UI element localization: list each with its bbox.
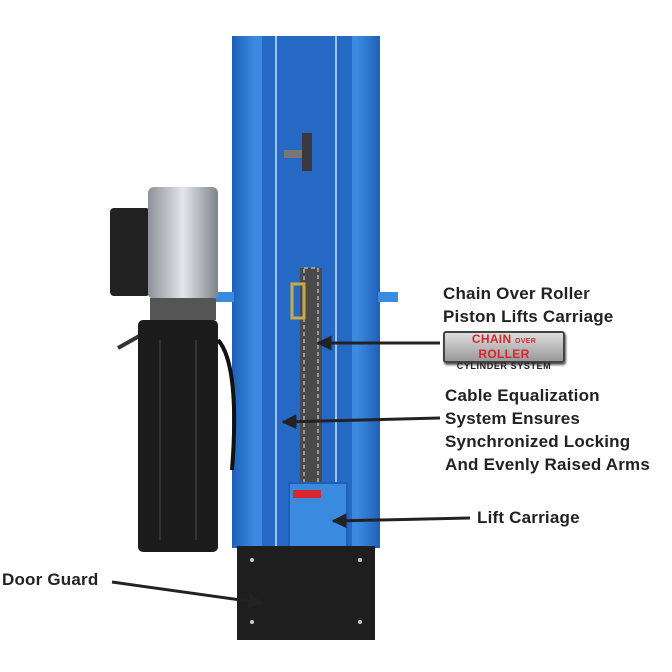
cable-label: Cable Equalization System Ensures Synchr… — [445, 384, 650, 476]
arrow-door-guard — [111, 580, 264, 609]
hydraulic-tank — [138, 320, 237, 552]
arm-stub-left — [216, 292, 234, 302]
lift-carriage-label: Lift Carriage — [477, 508, 580, 527]
cable-label-line: Cable Equalization — [445, 386, 600, 405]
chain — [290, 267, 322, 485]
door-guard-label: Door Guard — [2, 570, 99, 589]
chain-over-roller-badge: CHAIN OVER ROLLER CYLINDER SYSTEM — [443, 331, 565, 371]
arrow-cable — [281, 414, 441, 430]
chain-label-line: Piston Lifts Carriage — [443, 307, 614, 326]
cable-label-line: Synchronized Locking — [445, 432, 631, 451]
cable-label-line: And Evenly Raised Arms — [445, 455, 651, 474]
door-guard — [237, 546, 375, 640]
chain-label-line: Chain Over Roller — [443, 284, 590, 303]
badge-word: OVER — [515, 338, 537, 345]
arrow-carriage — [331, 513, 471, 529]
badge-word: CHAIN — [471, 332, 512, 346]
cable-label-line: System Ensures — [445, 409, 581, 428]
badge-bottom: CYLINDER SYSTEM — [456, 361, 552, 371]
badge-top: CHAIN OVER ROLLER — [445, 333, 563, 361]
badge-word: ROLLER — [478, 347, 530, 361]
lift-carriage — [288, 482, 348, 548]
chain-label: Chain Over Roller Piston Lifts Carriage — [443, 282, 613, 328]
arm-stub-right — [378, 292, 398, 302]
